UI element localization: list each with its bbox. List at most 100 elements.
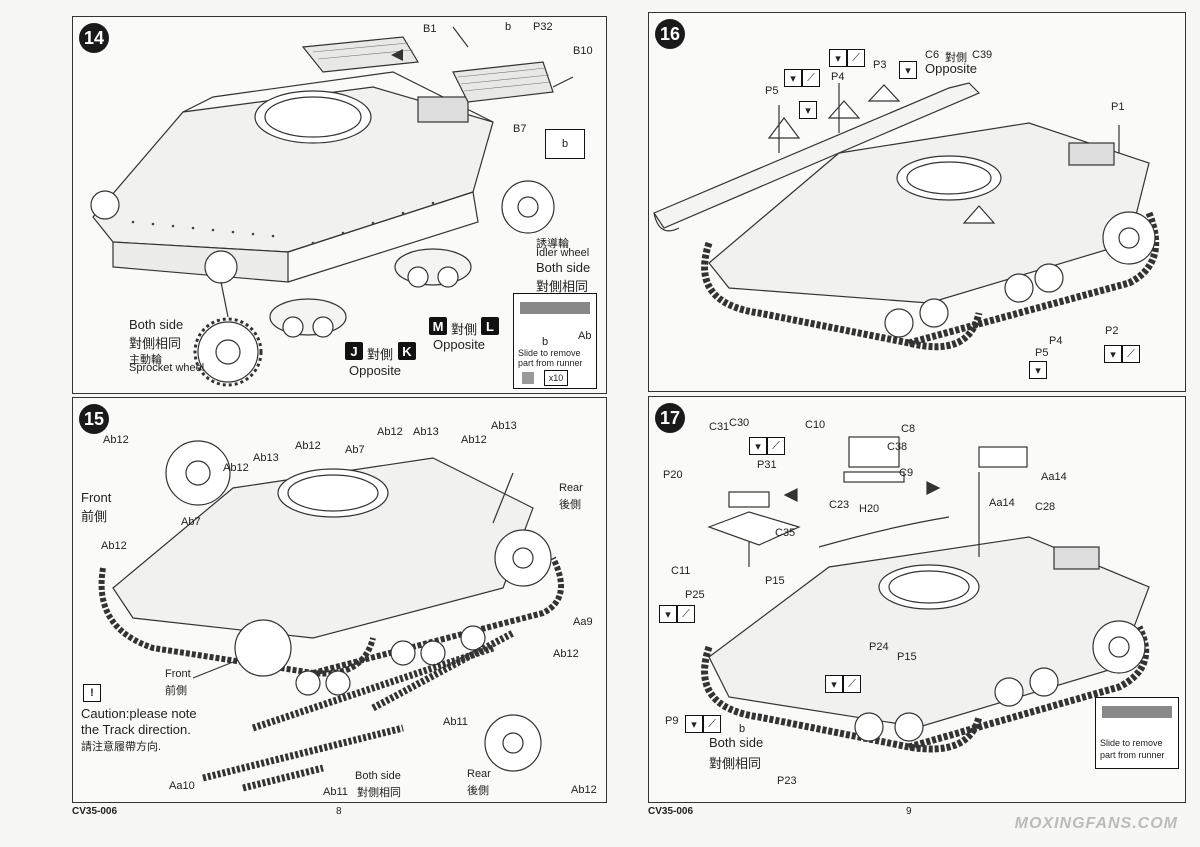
label-rear2-en: Rear xyxy=(467,768,491,780)
label-both-side-en: Both side xyxy=(709,735,764,750)
step-16-panel: 16 xyxy=(648,12,1186,392)
glue-icon: ▾ xyxy=(749,437,767,455)
label-ab12-e: Ab12 xyxy=(461,434,487,446)
label-c39: C39 xyxy=(972,49,993,61)
label-both-side-en: Both side xyxy=(355,770,401,782)
label-x10: x10 xyxy=(544,370,568,386)
right-page: 16 xyxy=(600,0,1200,847)
label-ab12-b: Ab12 xyxy=(223,462,249,474)
label-c9: C9 xyxy=(899,467,914,479)
step-14-drawing xyxy=(90,26,574,387)
glue-icon: ▾ xyxy=(1029,361,1047,379)
caution-icon: ! xyxy=(83,684,101,702)
label-b-box: b xyxy=(561,138,569,150)
label-rear1-cn: 後側 xyxy=(559,499,581,511)
paint-icon: ⟋ xyxy=(1122,345,1140,363)
label-ab12-g: Ab12 xyxy=(553,648,579,660)
label-c35: C35 xyxy=(775,527,796,539)
label-ab12-a: Ab12 xyxy=(103,434,129,446)
label-p24: P24 xyxy=(869,641,889,653)
label-both-side-cn: 對側相同 xyxy=(357,787,401,799)
label-p15-b: P15 xyxy=(897,651,917,663)
glue-icon: ▾ xyxy=(685,715,703,733)
left-footer-code: CV35-006 xyxy=(72,806,118,817)
label-runner-ab: Ab xyxy=(578,330,592,342)
label-p32: P32 xyxy=(533,21,553,33)
step-17-panel: 17 xyxy=(648,396,1186,803)
label-ab11-a: Ab11 xyxy=(443,716,468,728)
label-ab13-b: Ab13 xyxy=(413,426,439,438)
label-ab13-c: Ab13 xyxy=(491,420,517,432)
label-opposite-2: Opposite xyxy=(433,337,486,352)
label-ab12-c: Ab12 xyxy=(295,440,321,452)
label-l: L xyxy=(481,317,499,335)
glue-icon: ▾ xyxy=(659,605,677,623)
label-both-side-right-cn: 對側相同 xyxy=(536,279,589,294)
label-front2-en: Front xyxy=(165,668,191,680)
label-aa9: Aa9 xyxy=(573,616,593,628)
label-p4-a: P4 xyxy=(831,71,845,83)
paint-icon: ⟋ xyxy=(847,49,865,67)
paint-icon: ⟋ xyxy=(703,715,721,733)
label-idler-en: Idler wheel xyxy=(536,247,590,259)
step-16-number: 16 xyxy=(655,19,685,49)
label-b7: B7 xyxy=(513,123,527,135)
label-front1-cn: 前側 xyxy=(81,509,108,524)
label-p25: P25 xyxy=(685,589,705,601)
paint-icon: ⟋ xyxy=(843,675,861,693)
label-slide-note-1: Slide to remove xyxy=(518,348,581,358)
label-ab13-a: Ab13 xyxy=(253,452,279,464)
label-slide-note-2: part from runner xyxy=(1100,750,1165,760)
label-j-opposite-cn: 對側 xyxy=(367,347,394,362)
label-c30: C30 xyxy=(729,417,750,429)
label-c6: C6 xyxy=(925,49,940,61)
label-p3: P3 xyxy=(873,59,887,71)
label-aa14-a: Aa14 xyxy=(1041,471,1067,483)
label-both-side-right-en: Both side xyxy=(536,260,591,275)
label-c38: C38 xyxy=(887,441,908,453)
label-both-side-left-en: Both side xyxy=(129,317,184,332)
label-slide-note: Slide to remove xyxy=(1100,738,1163,748)
label-p5-a: P5 xyxy=(765,85,779,97)
label-caution-1: Caution:please note xyxy=(81,706,197,721)
label-p31: P31 xyxy=(757,459,777,471)
paint-icon: ⟋ xyxy=(677,605,695,623)
label-c6-cn: 對側 xyxy=(945,52,967,64)
step-14-panel: 14 xyxy=(72,16,607,394)
label-opposite-1: Opposite xyxy=(349,363,402,378)
runner-strip-icon xyxy=(1102,706,1172,718)
label-aa10: Aa10 xyxy=(169,780,195,792)
b-callout-box: b xyxy=(545,129,585,159)
label-aa14-b: Aa14 xyxy=(989,497,1015,509)
runner-note-box: b Ab Slide to remove part from runner x1… xyxy=(513,293,597,389)
watermark: MOXINGFANS.COM xyxy=(1014,815,1178,832)
label-c31: C31 xyxy=(709,421,730,433)
label-rear2-cn: 後側 xyxy=(467,785,489,797)
runner-note-box-partial: Slide to remove part from runner xyxy=(1095,697,1179,769)
step-17-drawing xyxy=(701,436,1150,753)
step-15-number: 15 xyxy=(79,404,109,434)
step-17-number: 17 xyxy=(655,403,685,433)
label-p9: P9 xyxy=(665,715,679,727)
label-ab11-b: Ab11 xyxy=(323,786,348,798)
label-front2-cn: 前側 xyxy=(165,685,187,697)
cube-icon xyxy=(522,372,534,384)
label-opposite: Opposite xyxy=(925,61,978,76)
label-h20: H20 xyxy=(859,503,880,515)
label-b-glyph: b xyxy=(505,21,512,33)
label-idler-cn: 誘導輪 xyxy=(536,238,569,250)
runner-strip-icon xyxy=(520,302,590,314)
glue-icon: ▾ xyxy=(799,101,817,119)
step-16-drawing xyxy=(653,82,1160,351)
step-15-drawing xyxy=(98,440,564,792)
label-sprocket-cn: 主動輪 xyxy=(129,354,162,366)
glue-icon: ▾ xyxy=(829,49,847,67)
label-ab12-d: Ab12 xyxy=(377,426,403,438)
right-footer-code: CV35-006 xyxy=(648,806,694,817)
label-p23: P23 xyxy=(777,775,797,787)
label-caution-2: the Track direction. xyxy=(81,722,191,737)
glue-icon: ▾ xyxy=(825,675,843,693)
label-b: b xyxy=(739,723,746,735)
label-p2: P2 xyxy=(1105,325,1119,337)
glue-icon: ▾ xyxy=(784,69,802,87)
